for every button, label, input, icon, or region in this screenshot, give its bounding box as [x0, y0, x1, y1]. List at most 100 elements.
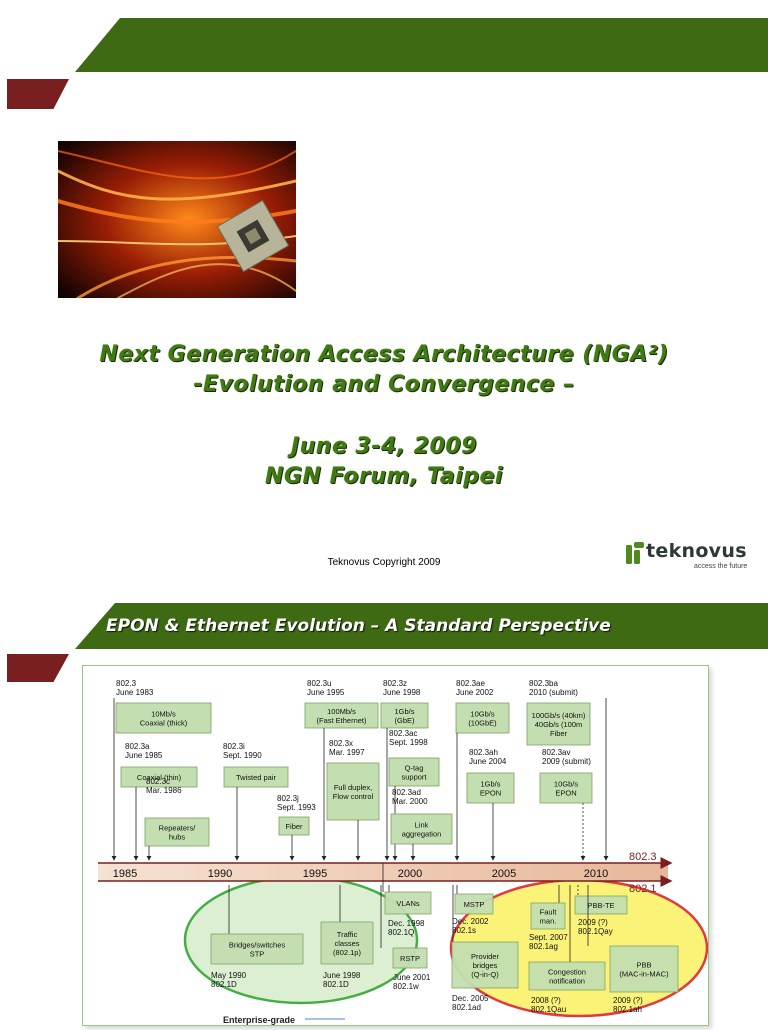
std-box-text: MSTP: [464, 900, 485, 909]
std-date: Dec. 2002: [452, 917, 489, 926]
std-code: 802.3ae: [456, 679, 485, 688]
std-box-text: (Q-in-Q): [471, 970, 499, 979]
presentation-venue: NGN Forum, Taipei: [265, 464, 503, 489]
std-box-text: STP: [250, 950, 265, 959]
year-label-1990: 1990: [208, 868, 232, 880]
std-802.1ah: PBB(MAC-in-MAC)2009 (?)802.1ah: [587, 885, 679, 1014]
std-box: [388, 757, 440, 787]
std-box: [144, 817, 210, 847]
year-label-2000: 2000: [398, 868, 422, 880]
std-box-text: RSTP: [400, 954, 420, 963]
std-code: 802.1Q: [388, 928, 414, 937]
std-code: 802.1D: [211, 980, 237, 989]
year-label-2010: 2010: [584, 868, 608, 880]
fiber-optic-photo: [58, 141, 296, 298]
std-box-text: 1Gb/s: [480, 780, 500, 789]
std-box-text: Flow control: [333, 792, 374, 801]
std-box-text: Full duplex,: [334, 783, 372, 792]
std-code: 802.1ad: [452, 1003, 481, 1012]
std-box: [392, 947, 428, 969]
std-date: Mar. 1997: [329, 748, 365, 757]
std-box-text: Fiber: [285, 822, 303, 831]
std-code: 802.3z: [383, 679, 407, 688]
std-box: [384, 891, 432, 915]
std-date: 2009 (?): [613, 996, 643, 1005]
std-date: Sept. 1993: [277, 803, 316, 812]
std-box: [210, 933, 304, 965]
std-code: 802.3av: [542, 748, 570, 757]
std-code: 802.3c: [146, 777, 170, 786]
std-box-text: Q-tag: [405, 764, 424, 773]
std-box-text: Coaxial (thin): [137, 773, 182, 782]
logo-wordmark: teknovus: [646, 540, 747, 562]
std-box: [530, 902, 566, 930]
std-date: Dec. 1998: [388, 919, 425, 928]
std-code: 802.3ad: [392, 788, 421, 797]
presentation-title-line-2: -Evolution and Convergence –: [193, 372, 575, 397]
std-box: [326, 762, 380, 821]
std-date: May 1990: [211, 971, 247, 980]
fiber-optic-image: [58, 141, 296, 298]
track-label-8021: 802.1: [629, 883, 657, 895]
std-code: 802.3ac: [389, 729, 417, 738]
std-code: 802.3a: [125, 742, 150, 751]
slide-title: Next Generation Access Architecture (NGA…: [7, 18, 768, 570]
std-box: [320, 921, 374, 965]
maroon-accent: [7, 79, 69, 109]
std-code: 802.1w: [393, 982, 419, 991]
std-date: Dec. 2005: [452, 994, 489, 1003]
std-date: June 1995: [307, 688, 345, 697]
std-box-text: Provider: [471, 952, 499, 961]
std-box: [390, 813, 453, 845]
std-box-text: Traffic: [337, 930, 358, 939]
std-box: [526, 702, 591, 746]
teknovus-logo-icon: [626, 542, 644, 564]
std-code: 802.3ah: [469, 748, 498, 757]
std-date: 2008 (?): [531, 996, 561, 1005]
std-box: [304, 702, 379, 729]
std-box-text: Congestion: [548, 968, 586, 977]
std-date: June 2002: [456, 688, 494, 697]
std-box: [455, 702, 510, 734]
slide2-title: EPON & Ethernet Evolution – A Standard P…: [106, 616, 611, 636]
std-box-text: 40Gb/s (100m: [535, 720, 583, 729]
std-box-text: (Fast Ethernet): [316, 716, 367, 725]
std-date: 2009 (?): [578, 918, 608, 927]
std-code: 802.3i: [223, 742, 245, 751]
year-label-1995: 1995: [303, 868, 327, 880]
std-box: [528, 961, 606, 991]
std-box-text: (MAC-in-MAC): [619, 970, 669, 979]
std-box-text: EPON: [480, 789, 501, 798]
std-box-text: Twisted pair: [236, 773, 277, 782]
std-box: [609, 945, 679, 993]
std-date: June 1983: [116, 688, 154, 697]
year-label-1985: 1985: [113, 868, 137, 880]
std-code: 802.1ag: [529, 942, 558, 951]
std-box: [454, 893, 494, 915]
track-label-8023: 802.3: [629, 851, 657, 863]
std-date: 2010 (submit): [529, 688, 578, 697]
presentation-title-line-1: Next Generation Access Architecture (NGA…: [99, 342, 669, 367]
std-box-text: support: [401, 773, 427, 782]
std-code: 802.1ah: [613, 1005, 642, 1014]
std-box-text: 10Gb/s: [470, 710, 494, 719]
presentation-date: June 3-4, 2009: [290, 434, 478, 459]
std-code: 802.3u: [307, 679, 331, 688]
std-code: 802.1s: [452, 926, 476, 935]
